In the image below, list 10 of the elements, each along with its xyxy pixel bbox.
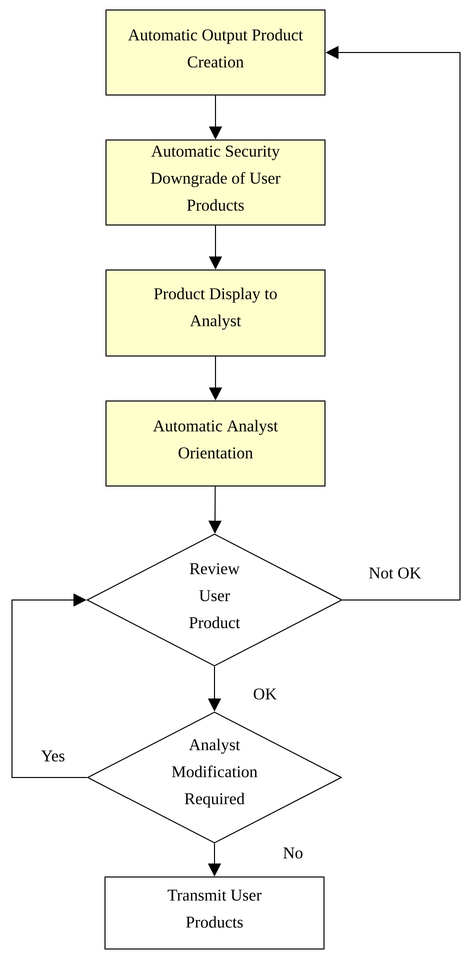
edge-label: Not OK [368,566,422,580]
process-box: Transmit User Products [104,876,324,950]
process-box: Automatic Output Product Creation [106,10,326,96]
edge-label: OK [252,687,278,701]
process-box: Product Display to Analyst [106,270,326,356]
process-box: Automatic Analyst Orientation [106,400,326,486]
process-box: Automatic Security Downgrade of User Products [106,140,326,226]
arrow [12,593,88,778]
edge-label: No [282,846,304,860]
edge-label: Yes [40,750,66,762]
